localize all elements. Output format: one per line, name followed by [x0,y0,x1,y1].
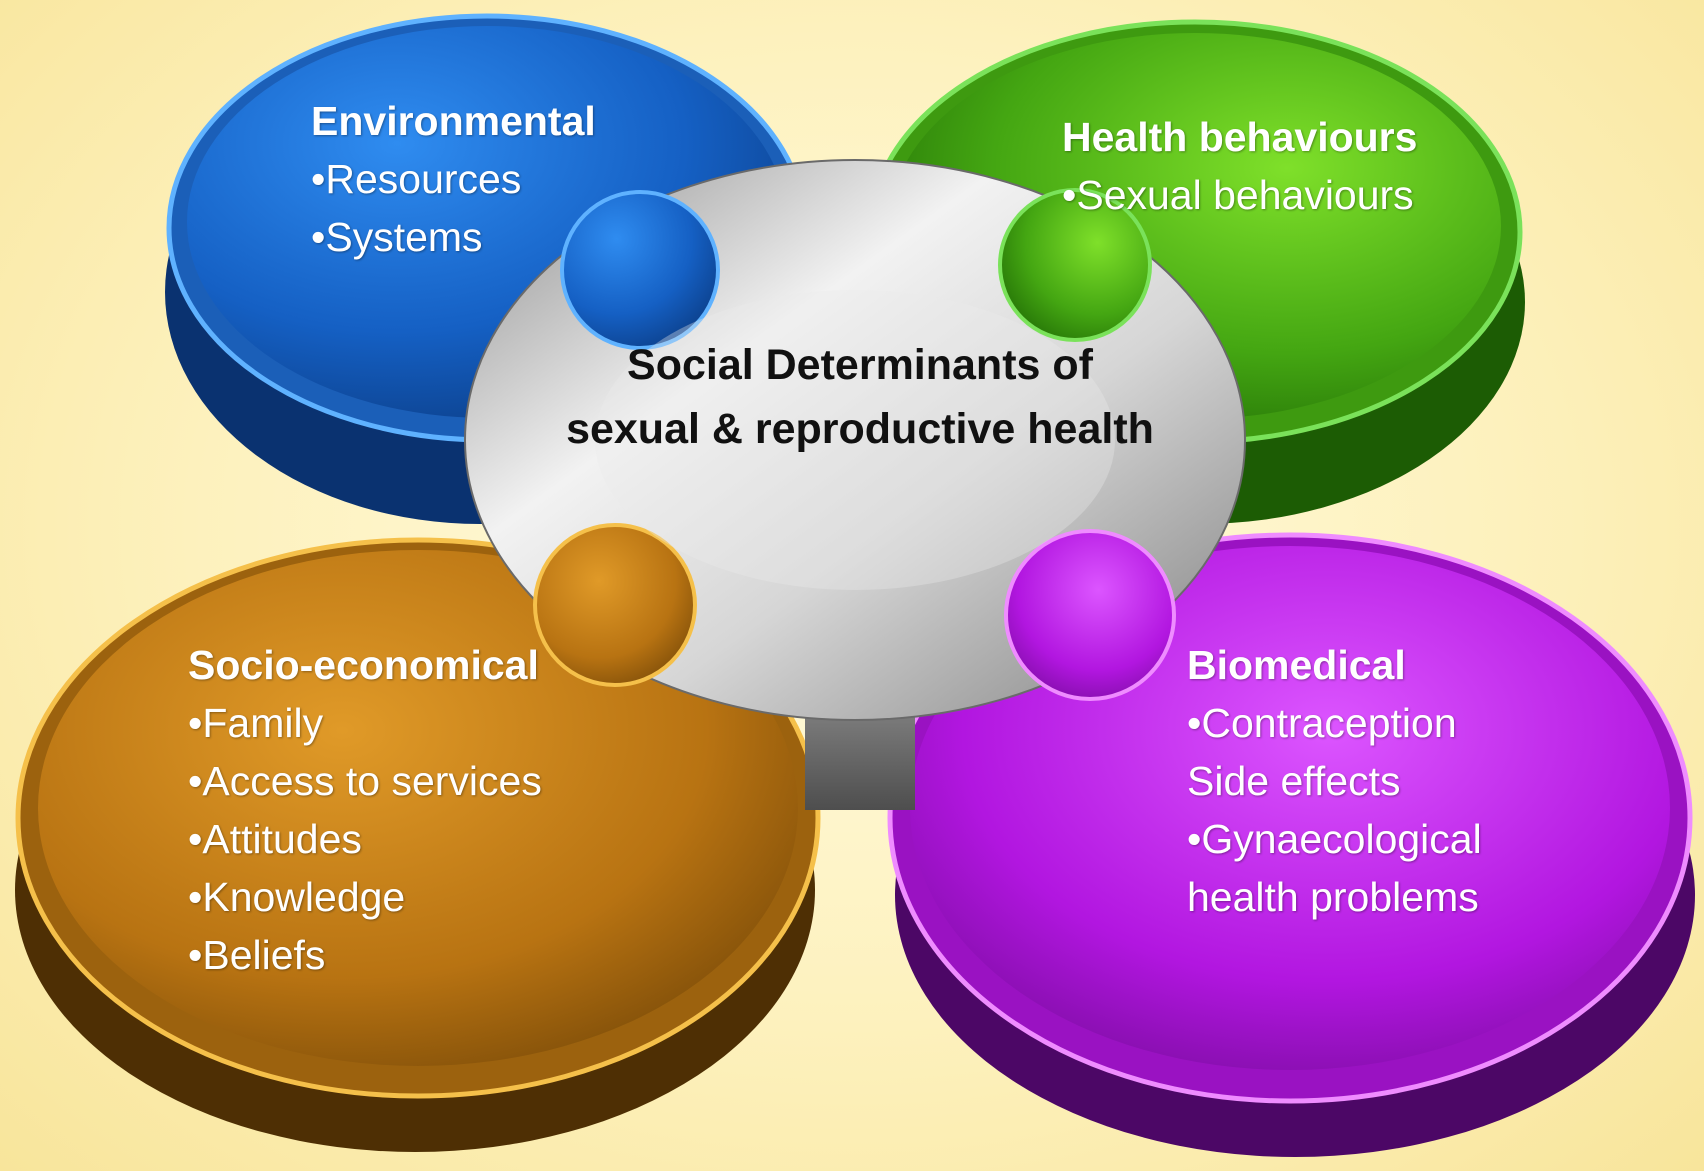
blue-knob [560,190,720,350]
environmental-item: •Systems [311,214,483,260]
socio-economical-item: •Knowledge [188,874,406,920]
center-title: Social Determinants of sexual & reproduc… [566,341,1154,453]
green-knob [998,188,1152,342]
socio-economical-label: Socio-economical •Family •Access to serv… [188,636,542,984]
biomedical-item: health problems [1187,874,1479,920]
socio-economical-item: •Family [188,700,324,746]
orange-knob [533,523,697,687]
socio-economical-item: •Attitudes [188,816,362,862]
health-behaviours-label: Health behaviours •Sexual behaviours [1062,108,1417,224]
biomedical-item: •Gynaecological [1187,816,1482,862]
socio-economical-heading: Socio-economical [188,642,539,688]
biomedical-label: Biomedical •Contraception Side effects •… [1187,636,1482,926]
socio-economical-item: •Beliefs [188,932,326,978]
purple-knob [1004,529,1176,701]
center-piece [464,159,1246,810]
environmental-label: Environmental •Resources •Systems [311,92,596,266]
biomedical-heading: Biomedical [1187,642,1406,688]
socio-economical-item: •Access to services [188,758,542,804]
health-behaviours-item: •Sexual behaviours [1062,172,1414,218]
biomedical-item: •Contraception [1187,700,1457,746]
environmental-item: •Resources [311,156,522,202]
health-behaviours-heading: Health behaviours [1062,114,1418,160]
biomedical-item: Side effects [1187,758,1401,804]
environmental-heading: Environmental [311,98,596,144]
